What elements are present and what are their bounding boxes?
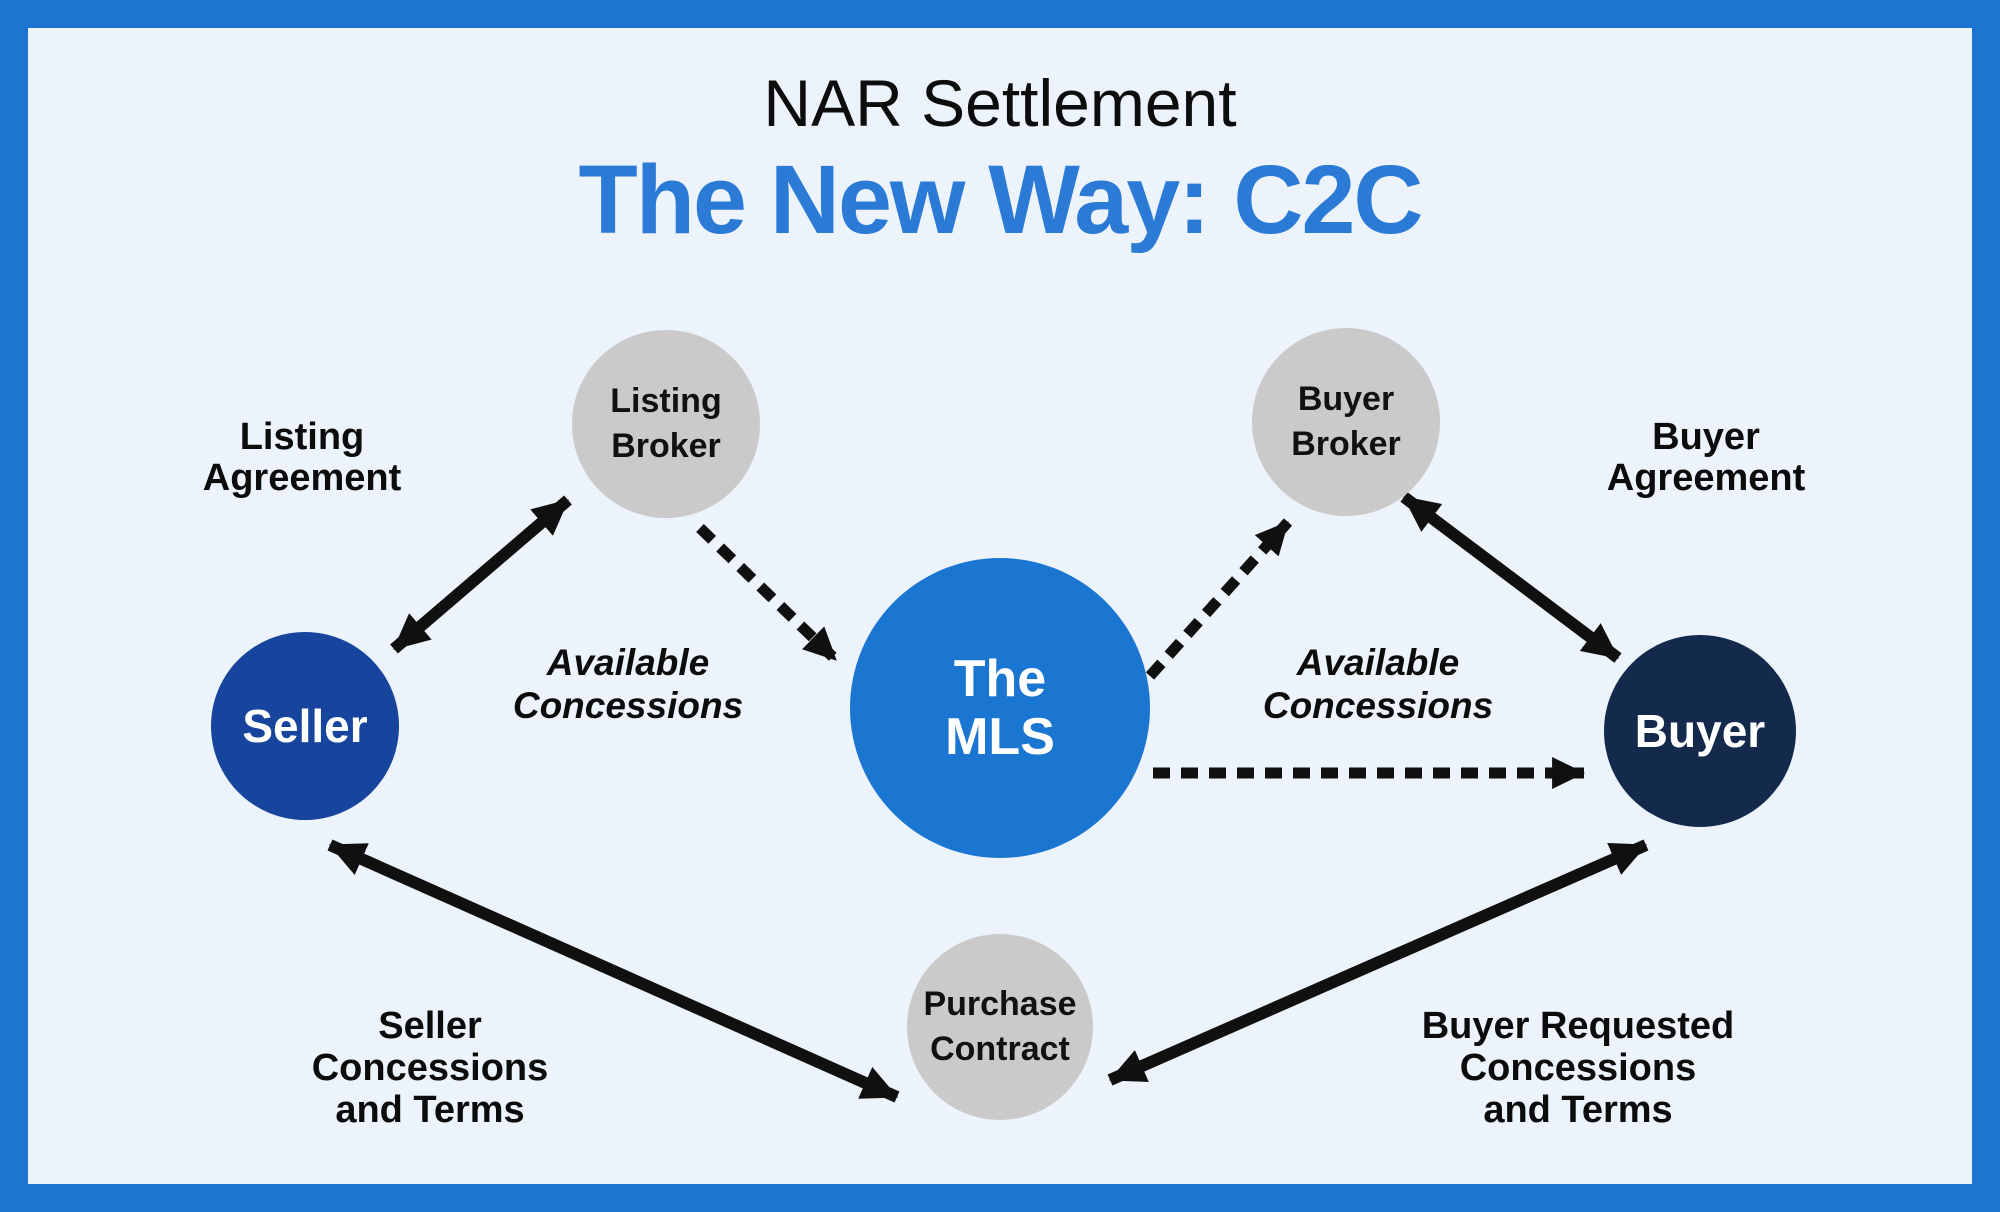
- buyer-requested-label-line: Concessions: [1459, 1047, 1697, 1089]
- buyer-purchase-contract-arrow: [1107, 839, 1649, 1086]
- available-concessions-left-label-line: Available: [546, 642, 710, 683]
- buyer-agreement-label-line: Buyer: [1652, 416, 1760, 458]
- mls-node-label: MLS: [945, 708, 1055, 766]
- purchase-contract-node-label: Purchase: [923, 985, 1077, 1023]
- seller-purchase-contract-arrow: [327, 839, 900, 1103]
- seller-node: Seller: [211, 632, 399, 820]
- listing-broker-node-label: Listing: [610, 382, 722, 420]
- seller-concessions-label-line: Seller: [378, 1005, 482, 1047]
- buyer-requested-label-line: Buyer Requested: [1421, 1005, 1735, 1047]
- buyer-broker-node-label: Buyer: [1297, 380, 1395, 418]
- seller-concessions-label-line: and Terms: [335, 1089, 525, 1131]
- page-title: NAR Settlement: [763, 66, 1237, 140]
- buyer-agreement-label-line: Agreement: [1606, 457, 1806, 499]
- mls-node-label: The: [953, 650, 1047, 708]
- purchase-contract-node-label: Contract: [930, 1030, 1070, 1068]
- seller-node-label: Seller: [242, 700, 368, 752]
- available-concessions-left-label-line: Concessions: [512, 685, 744, 726]
- seller-concessions-label-line: Concessions: [311, 1047, 549, 1089]
- page-subtitle: The New Way: C2C: [578, 145, 1424, 254]
- buyer-node-label: Buyer: [1634, 705, 1766, 757]
- buyer-requested-label-line: and Terms: [1483, 1089, 1673, 1131]
- listing-agreement-label-line: Agreement: [202, 457, 402, 499]
- buyer-broker-node-label: Broker: [1291, 425, 1401, 463]
- available-concessions-right-label-line: Concessions: [1262, 685, 1494, 726]
- buyer-broker-buyer-arrow: [1400, 492, 1622, 663]
- mls-buyer-broker-arrow: [1145, 518, 1293, 680]
- listing-agreement-label-line: Listing: [239, 416, 365, 458]
- buyer-node: Buyer: [1604, 635, 1796, 827]
- available-concessions-right-label-line: Available: [1296, 642, 1460, 683]
- seller-listing-broker-arrow: [390, 495, 572, 654]
- listing-broker-mls-arrow: [696, 524, 840, 664]
- listing-broker-node-label: Broker: [611, 427, 721, 465]
